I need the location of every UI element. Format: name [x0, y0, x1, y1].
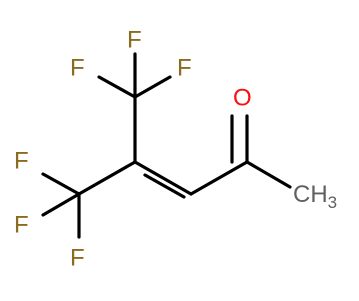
- methyl-subscript: 3: [328, 193, 337, 212]
- bond-lower-cf3-f5: [41, 192, 81, 217]
- bond-c3-c4: [189, 160, 249, 196]
- bond-c2-c3-double-line1: [133, 160, 193, 196]
- atom-label-oxygen: O: [233, 84, 252, 111]
- atom-label-f-upper-right: F: [177, 54, 192, 81]
- atom-label-f-top: F: [127, 26, 142, 53]
- atom-label-f-upper-left: F: [70, 54, 85, 81]
- atom-label-f-bottom: F: [70, 244, 85, 271]
- atom-label-methyl: CH3: [293, 181, 337, 212]
- bond-c2-c3-single: [77, 160, 137, 196]
- bond-upper-cf3-f3: [133, 75, 172, 99]
- bond-c4-ch3: [245, 160, 292, 189]
- bond-c2-c3-double-line2: [143, 173, 186, 199]
- bond-lower-cf3-f4: [41, 172, 81, 196]
- methyl-main-text: CH: [293, 181, 328, 208]
- atom-label-f-left-upper: F: [14, 147, 29, 174]
- atom-label-f-left-lower: F: [14, 211, 29, 238]
- bond-upper-cf3-f2: [97, 75, 137, 99]
